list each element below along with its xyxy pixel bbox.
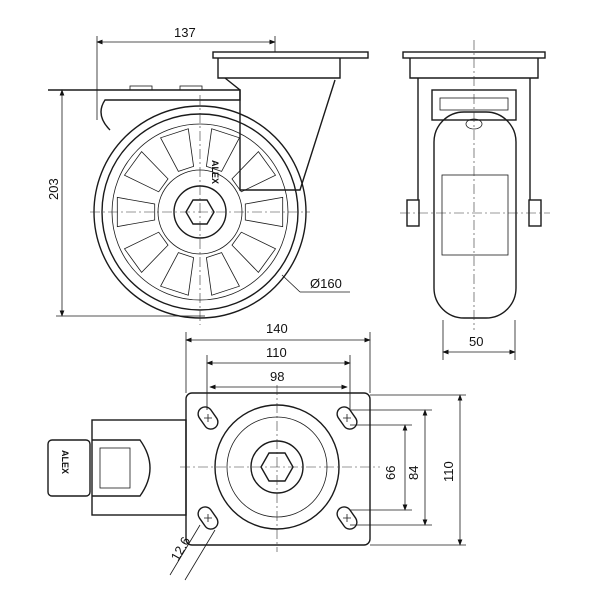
wheel-spoke-window xyxy=(160,128,195,172)
side-view: ALEX 137 203 Ø160 xyxy=(46,25,369,325)
dim-203: 203 xyxy=(46,178,61,200)
mounting-slot xyxy=(336,506,358,530)
wheel-spoke-window xyxy=(123,231,169,274)
mounting-slot xyxy=(336,406,358,430)
dim-diameter: Ø160 xyxy=(310,276,342,291)
mounting-slot xyxy=(197,506,219,530)
wheel-spoke-window xyxy=(205,128,240,172)
wheel-logo: ALEX xyxy=(210,160,220,184)
wheel-spoke-window xyxy=(205,252,240,296)
dim-66: 66 xyxy=(383,466,398,480)
front-view: 50 xyxy=(400,40,550,360)
wheel-spoke-window xyxy=(123,150,169,193)
slot-center-mark xyxy=(204,414,212,422)
dim-137: 137 xyxy=(174,25,196,40)
wheel-spoke-window xyxy=(160,252,195,296)
dim-110-horizontal: 110 xyxy=(266,345,287,360)
wheel-spoke-window xyxy=(231,150,277,193)
dim-140: 140 xyxy=(266,321,288,336)
wheel-spoke-window xyxy=(244,196,284,228)
dim-98: 98 xyxy=(270,369,284,384)
dim-50: 50 xyxy=(469,334,483,349)
slot-center-mark xyxy=(204,514,212,522)
brake-logo: ALEX xyxy=(60,450,70,474)
slot-center-mark xyxy=(343,414,351,422)
slot-center-mark xyxy=(343,514,351,522)
bottom-view: ALEX 140 110 98 66 84 110 12.6 xyxy=(47,321,466,581)
dim-84: 84 xyxy=(406,466,421,480)
dim-12-6: 12.6 xyxy=(168,534,194,563)
mounting-slot xyxy=(197,406,219,430)
wheel-spoke-window xyxy=(116,196,156,228)
wheel-spoke-window xyxy=(231,231,277,274)
dim-110-vertical: 110 xyxy=(441,461,456,482)
